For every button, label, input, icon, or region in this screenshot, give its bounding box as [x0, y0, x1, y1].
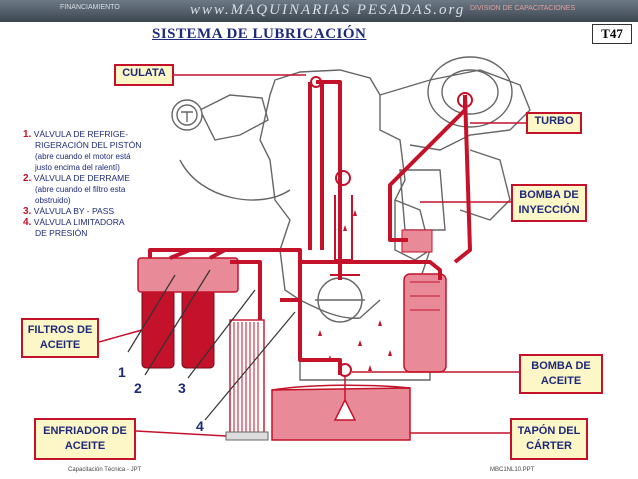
- injection-pump-drawing: [401, 229, 447, 373]
- valve-legend: 1. VÁLVULA DE REFRIGE- RIGERACIÓN DEL PI…: [23, 129, 188, 239]
- footer-right: MBC1NL10.PPT: [490, 467, 535, 473]
- label-enfriador-aceite-line1: ENFRIADOR DE: [43, 425, 127, 437]
- oil-strainer: [333, 375, 357, 421]
- legend-item-4: 4. VÁLVULA LIMITADORA: [23, 217, 188, 228]
- filter-head: [137, 257, 239, 293]
- legend-item-2-line1: VÁLVULA DE DERRAME: [33, 173, 130, 183]
- legend-item-4-line2: DE PRESIÓN: [35, 228, 88, 238]
- label-tapon-carter: TAPÓN DEL CÁRTER: [510, 418, 588, 460]
- label-culata: CULATA: [114, 64, 174, 86]
- banner-site-name: www.MAQUINARIAS PESADAS.org: [190, 2, 466, 18]
- legend-item-1-number: 1.: [23, 129, 32, 140]
- callout-3: 3: [178, 380, 186, 396]
- legend-item-3-line1: VÁLVULA BY - PASS: [33, 206, 115, 216]
- label-turbo-text: TURBO: [534, 115, 574, 127]
- banner-right-text: DIVISION DE CAPACITACIONES: [470, 5, 576, 12]
- label-tapon-carter-line2: CÁRTER: [526, 440, 572, 452]
- label-filtros-aceite-line1: FILTROS DE: [27, 324, 93, 336]
- oil-filter-2: [181, 289, 215, 369]
- label-enfriador-aceite: ENFRIADOR DE ACEITE: [34, 418, 136, 460]
- legend-item-3: 3. VÁLVULA BY - PASS: [23, 206, 188, 217]
- footer-left: Capacitación Técnica - JPT: [68, 467, 142, 473]
- legend-item-2-note1: (abre cuando el filtro esta: [35, 185, 126, 194]
- label-bomba-aceite-line2: ACEITE: [540, 375, 582, 387]
- callout-lines: [127, 269, 296, 421]
- page-title: SISTEMA DE LUBRICACIÓN: [152, 26, 367, 42]
- oil-drips: [318, 210, 392, 371]
- legend-item-1-note2: justo encima del ralentí): [35, 163, 120, 172]
- legend-item-2: 2. VÁLVULA DE DERRAME: [23, 173, 188, 184]
- label-filtros-aceite: FILTROS DE ACEITE: [21, 318, 99, 358]
- label-bomba-inyeccion-line1: BOMBA DE: [519, 189, 579, 201]
- banner-left-text: FINANCIAMIENTO: [60, 4, 120, 11]
- label-bomba-inyeccion: BOMBA DE INYECCIÓN: [511, 184, 587, 222]
- label-bomba-aceite: BOMBA DE ACEITE: [519, 354, 603, 394]
- callout-1: 1: [118, 364, 126, 380]
- legend-item-1-line2: RIGERACIÓN DEL PISTÓN: [35, 140, 142, 150]
- legend-item-1-note1: (abre cuando el motor está: [35, 152, 131, 161]
- label-bomba-inyeccion-line2: INYECCIÓN: [518, 204, 580, 216]
- label-bomba-aceite-line1: BOMBA DE: [531, 360, 591, 372]
- legend-item-4-line1: VÁLVULA LIMITADORA: [33, 217, 125, 227]
- label-turbo: TURBO: [526, 112, 582, 134]
- legend-item-1-line1: VÁLVULA DE REFRIGE-: [33, 129, 129, 139]
- legend-item-2-note2: obstruido): [35, 196, 71, 205]
- label-filtros-aceite-line2: ACEITE: [39, 339, 81, 351]
- label-enfriador-aceite-line2: ACEITE: [64, 440, 106, 452]
- leader-lines: [98, 74, 526, 437]
- site-banner: FINANCIAMIENTO www.MAQUINARIAS PESADAS.o…: [0, 0, 638, 22]
- legend-item-4-number: 4.: [23, 217, 32, 228]
- page-tag: T47: [592, 24, 632, 44]
- callout-2: 2: [134, 380, 142, 396]
- label-culata-text: CULATA: [122, 67, 166, 79]
- oil-cooler: [225, 319, 269, 441]
- legend-item-3-number: 3.: [23, 206, 32, 217]
- label-tapon-carter-line1: TAPÓN DEL: [517, 425, 581, 437]
- engine-outline: [171, 56, 531, 381]
- callout-4: 4: [196, 418, 204, 434]
- legend-item-1: 1. VÁLVULA DE REFRIGE-: [23, 129, 188, 140]
- legend-item-2-number: 2.: [23, 173, 32, 184]
